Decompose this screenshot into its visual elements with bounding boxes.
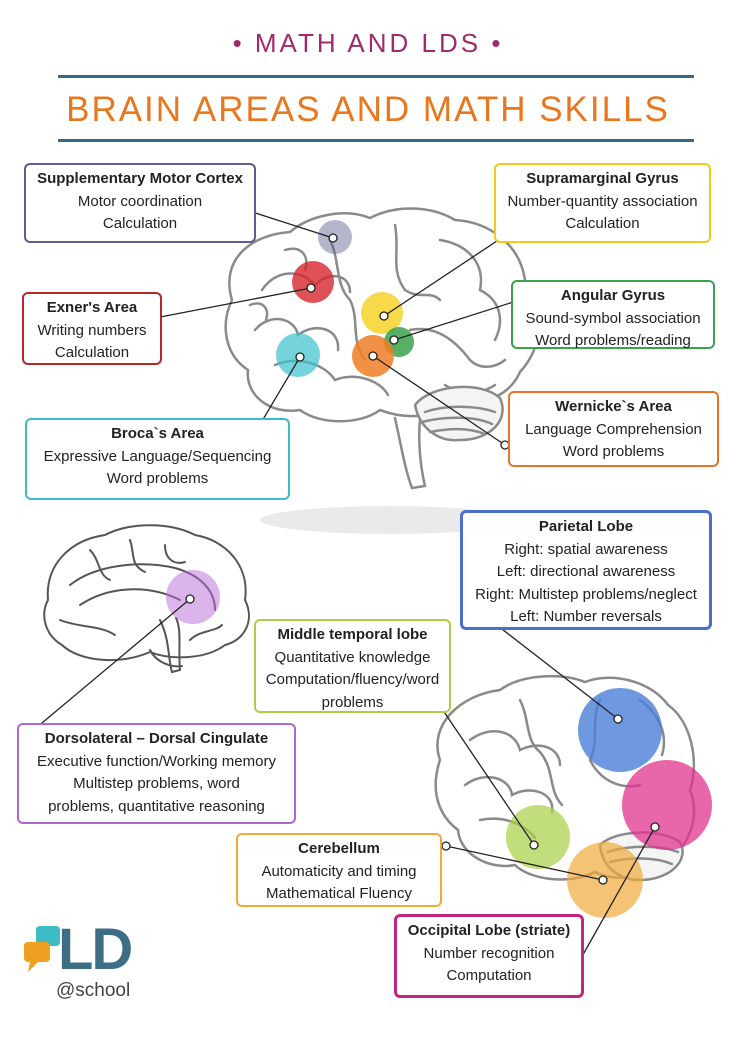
top-brain — [224, 207, 541, 534]
label-line: Computation — [446, 967, 532, 984]
label-line: Left: Number reversals — [510, 608, 662, 625]
label-line: Expressive Language/Sequencing — [43, 447, 272, 465]
label-line: Mathematical Fluency — [266, 885, 412, 902]
label-title: Cerebellum — [298, 840, 380, 857]
label-wernickes-area: Wernicke`s Area Language Comprehension W… — [508, 391, 719, 467]
label-title: Exner's Area — [46, 299, 138, 316]
logo-mark: LD — [58, 917, 133, 982]
label-line: Executive function/Working memory — [37, 752, 276, 770]
label-supramarginal-gyrus: Supramarginal Gyrus Number-quantity asso… — [494, 163, 711, 243]
speech-bubbles-icon — [24, 926, 60, 972]
logo-tagline: @school — [56, 980, 131, 1001]
label-line: Computation/fluency/word — [265, 671, 440, 688]
label-line: Motor coordination — [77, 192, 203, 210]
label-line: Calculation — [102, 215, 178, 232]
label-line: Quantitative knowledge — [274, 648, 431, 666]
label-line: Left: directional awareness — [496, 563, 676, 580]
parietal-dot — [578, 688, 662, 772]
label-line: Automaticity and timing — [261, 862, 417, 880]
label-title: Supplementary Motor Cortex — [37, 170, 243, 187]
label-line: Number recognition — [423, 944, 555, 962]
label-title: Supramarginal Gyrus — [526, 170, 679, 187]
top-region-dots — [276, 220, 414, 377]
label-line: Writing numbers — [37, 321, 147, 339]
page-title: BRAIN AREAS AND MATH SKILLS — [66, 90, 670, 129]
occipital-dot — [622, 760, 712, 850]
label-line: problems, quantitative reasoning — [48, 797, 265, 815]
label-title: Middle temporal lobe — [277, 626, 428, 643]
bottom-region-dots — [506, 688, 712, 918]
label-line: Number-quantity association — [507, 192, 698, 210]
label-occipital-lobe: Occipital Lobe (striate) Number recognit… — [394, 914, 584, 998]
label-cerebellum: Cerebellum Automaticity and timing Mathe… — [236, 833, 442, 907]
label-line: Calculation — [565, 215, 640, 232]
header-rule-top — [58, 75, 694, 78]
label-title: Broca`s Area — [111, 425, 204, 442]
label-title: Parietal Lobe — [538, 518, 634, 535]
middle-temporal-dot — [506, 805, 570, 869]
label-title: Wernicke`s Area — [555, 398, 672, 415]
label-line: Language Comprehension — [525, 420, 702, 438]
label-dorsolateral-dorsal-cingulate: Dorsolateral – Dorsal Cingulate Executiv… — [17, 723, 296, 824]
label-line: Multistep problems, word — [73, 775, 240, 792]
header-kicker: • MATH AND LDS • — [232, 28, 504, 58]
label-title: Dorsolateral – Dorsal Cingulate — [44, 730, 269, 747]
label-exners-area: Exner's Area Writing numbers Calculation — [22, 292, 162, 365]
label-line: Sound-symbol association — [525, 309, 701, 327]
label-line: Word problems/reading — [535, 332, 691, 349]
top-brainstem — [393, 416, 427, 490]
ld-school-logo: LD @school — [22, 917, 152, 1008]
label-line: Word problems — [106, 470, 209, 487]
label-title: Angular Gyrus — [560, 287, 666, 304]
header-rule-bottom — [58, 139, 694, 142]
label-line: Right: Multistep problems/neglect — [475, 585, 697, 603]
label-line: Right: spatial awareness — [504, 540, 668, 558]
label-supplementary-motor-cortex: Supplementary Motor Cortex Motor coordin… — [24, 163, 256, 243]
label-line: Calculation — [54, 344, 130, 361]
label-line: Word problems — [562, 443, 665, 460]
top-brain-shadow — [260, 506, 520, 534]
sagittal-brain-outline — [43, 524, 250, 662]
label-parietal-lobe: Parietal Lobe Right: spatial awareness L… — [460, 510, 712, 630]
label-middle-temporal-lobe: Middle temporal lobe Quantitative knowle… — [254, 619, 451, 713]
label-line: problems — [321, 693, 384, 711]
exner-dot — [292, 261, 334, 303]
label-angular-gyrus: Angular Gyrus Sound-symbol association W… — [511, 280, 715, 349]
top-brain-outline — [224, 207, 541, 423]
label-brocas-area: Broca`s Area Expressive Language/Sequenc… — [25, 418, 290, 500]
label-title: Occipital Lobe (striate) — [407, 922, 571, 939]
